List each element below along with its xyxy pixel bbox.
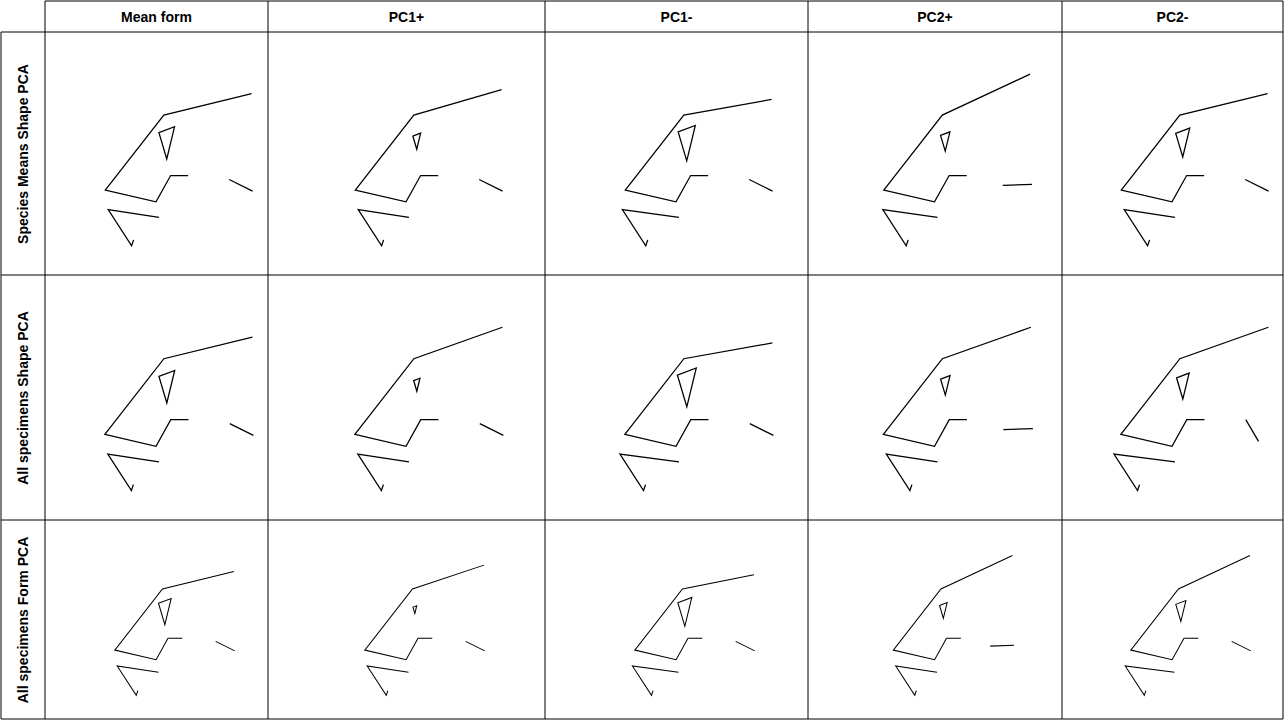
column-header: PC2-	[1157, 9, 1189, 25]
skull-outline	[1121, 327, 1269, 446]
skull-outline	[159, 127, 175, 159]
grid-line	[1, 32, 1283, 33]
skull-outline	[229, 179, 252, 191]
skull-outline	[108, 454, 159, 490]
grid-line	[1, 275, 1283, 276]
skull-outline	[216, 641, 235, 651]
skull-outline	[622, 210, 679, 246]
row-header: All specimens Shape PCA	[15, 311, 31, 485]
skull-figure	[622, 99, 772, 245]
skull-outline	[941, 376, 950, 395]
skull-outline	[108, 210, 159, 246]
column-header: Mean form	[121, 9, 192, 25]
skull-outline	[1131, 556, 1250, 660]
column-header: PC1-	[661, 9, 693, 25]
skull-figure	[105, 94, 252, 246]
skull-figure	[632, 575, 754, 696]
skull-outline	[480, 424, 504, 436]
skull-figure	[883, 327, 1032, 490]
skull-outline	[678, 597, 692, 626]
grid-line	[1283, 1, 1284, 719]
skull-outline	[1176, 601, 1186, 622]
skull-outline	[736, 641, 755, 651]
grid-line	[808, 1, 809, 719]
skull-outline	[355, 327, 503, 446]
skull-outline	[635, 575, 754, 660]
grid-line	[45, 1, 46, 719]
skull-outline	[883, 210, 938, 246]
skull-outline	[883, 327, 1031, 446]
skull-outline	[158, 598, 171, 624]
skull-figure	[620, 343, 773, 491]
skull-outline	[620, 454, 679, 490]
skull-outline	[1176, 128, 1190, 157]
skull-outline	[990, 645, 1014, 647]
column-header: PC2+	[917, 9, 952, 25]
skull-outline	[414, 378, 420, 391]
skull-figure	[1121, 94, 1268, 246]
skull-outline	[896, 666, 937, 695]
skull-outline	[677, 368, 696, 407]
skull-outline	[632, 666, 678, 695]
skull-outline	[1124, 210, 1175, 246]
skull-outline	[940, 603, 948, 619]
grid-line	[545, 1, 546, 719]
skull-outline	[749, 179, 772, 191]
skull-outline	[159, 371, 175, 403]
grid-line	[1, 32, 2, 719]
skull-outline	[1246, 420, 1259, 442]
skull-outline	[893, 556, 1012, 660]
skull-outline	[365, 565, 484, 660]
skull-outline	[1245, 179, 1268, 191]
skull-figure	[883, 74, 1032, 246]
skull-figure	[355, 90, 502, 246]
row-header: All specimens Form PCA	[15, 536, 31, 703]
skull-outline	[1125, 666, 1174, 695]
skull-outline	[884, 74, 1030, 202]
column-header: PC1+	[389, 9, 424, 25]
skull-outline	[1003, 184, 1032, 186]
grid-line	[1062, 1, 1063, 719]
skull-figure	[105, 337, 254, 490]
skull-outline	[105, 337, 253, 446]
skull-outline	[941, 132, 950, 151]
skull-outline	[678, 126, 695, 161]
skull-outline	[367, 666, 408, 695]
skull-outline	[886, 454, 937, 490]
grid-line	[45, 1, 1283, 2]
skull-figure	[1125, 556, 1250, 696]
skull-outline	[1177, 373, 1190, 399]
skull-outline	[1121, 94, 1267, 202]
skull-figure	[115, 571, 235, 695]
row-header: Species Means Shape PCA	[15, 64, 31, 244]
grid-line	[1, 719, 1283, 720]
skull-outline	[625, 343, 773, 446]
skull-outline	[413, 133, 421, 149]
skull-outline	[117, 666, 158, 695]
skull-outline	[358, 454, 409, 490]
skull-outline	[105, 94, 251, 202]
skull-outline	[1003, 428, 1033, 430]
skull-outline	[115, 571, 234, 659]
skull-outline	[230, 424, 254, 436]
skull-outline	[1114, 454, 1175, 490]
grid-line	[1, 520, 1283, 521]
skull-outline	[413, 606, 417, 614]
skull-outline	[479, 179, 502, 191]
skull-outline	[466, 641, 485, 651]
grid-line	[268, 1, 269, 719]
skull-figure	[365, 565, 485, 695]
skull-outline	[750, 424, 774, 436]
skull-outline	[1232, 641, 1251, 651]
skull-outline	[355, 90, 501, 202]
skull-outline	[358, 210, 409, 246]
skull-figure	[1114, 327, 1268, 490]
skull-figure	[355, 327, 504, 490]
skull-figure	[893, 556, 1014, 696]
skull-outline	[625, 99, 771, 201]
